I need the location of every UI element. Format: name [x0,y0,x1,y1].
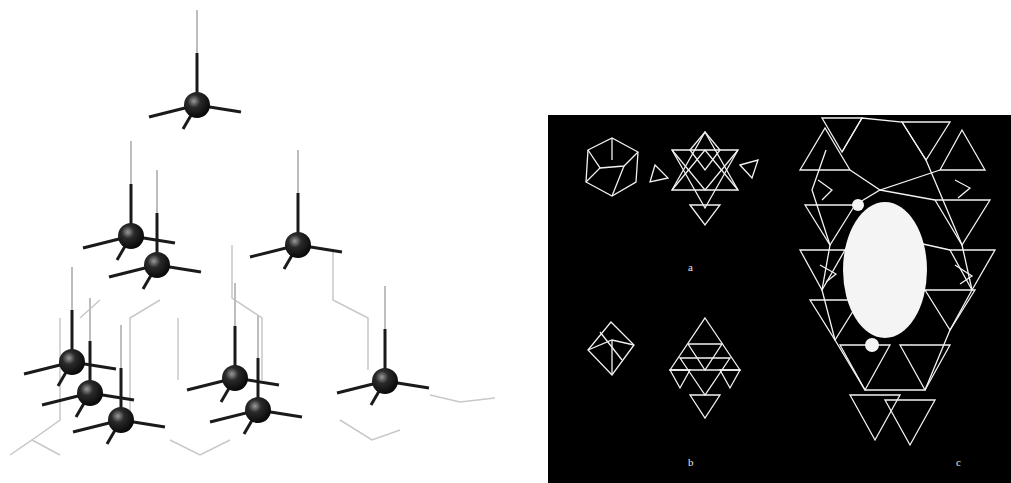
panel-letter: a [688,262,693,273]
panel-letter: b [688,457,694,468]
panel-letter: c [956,457,961,468]
